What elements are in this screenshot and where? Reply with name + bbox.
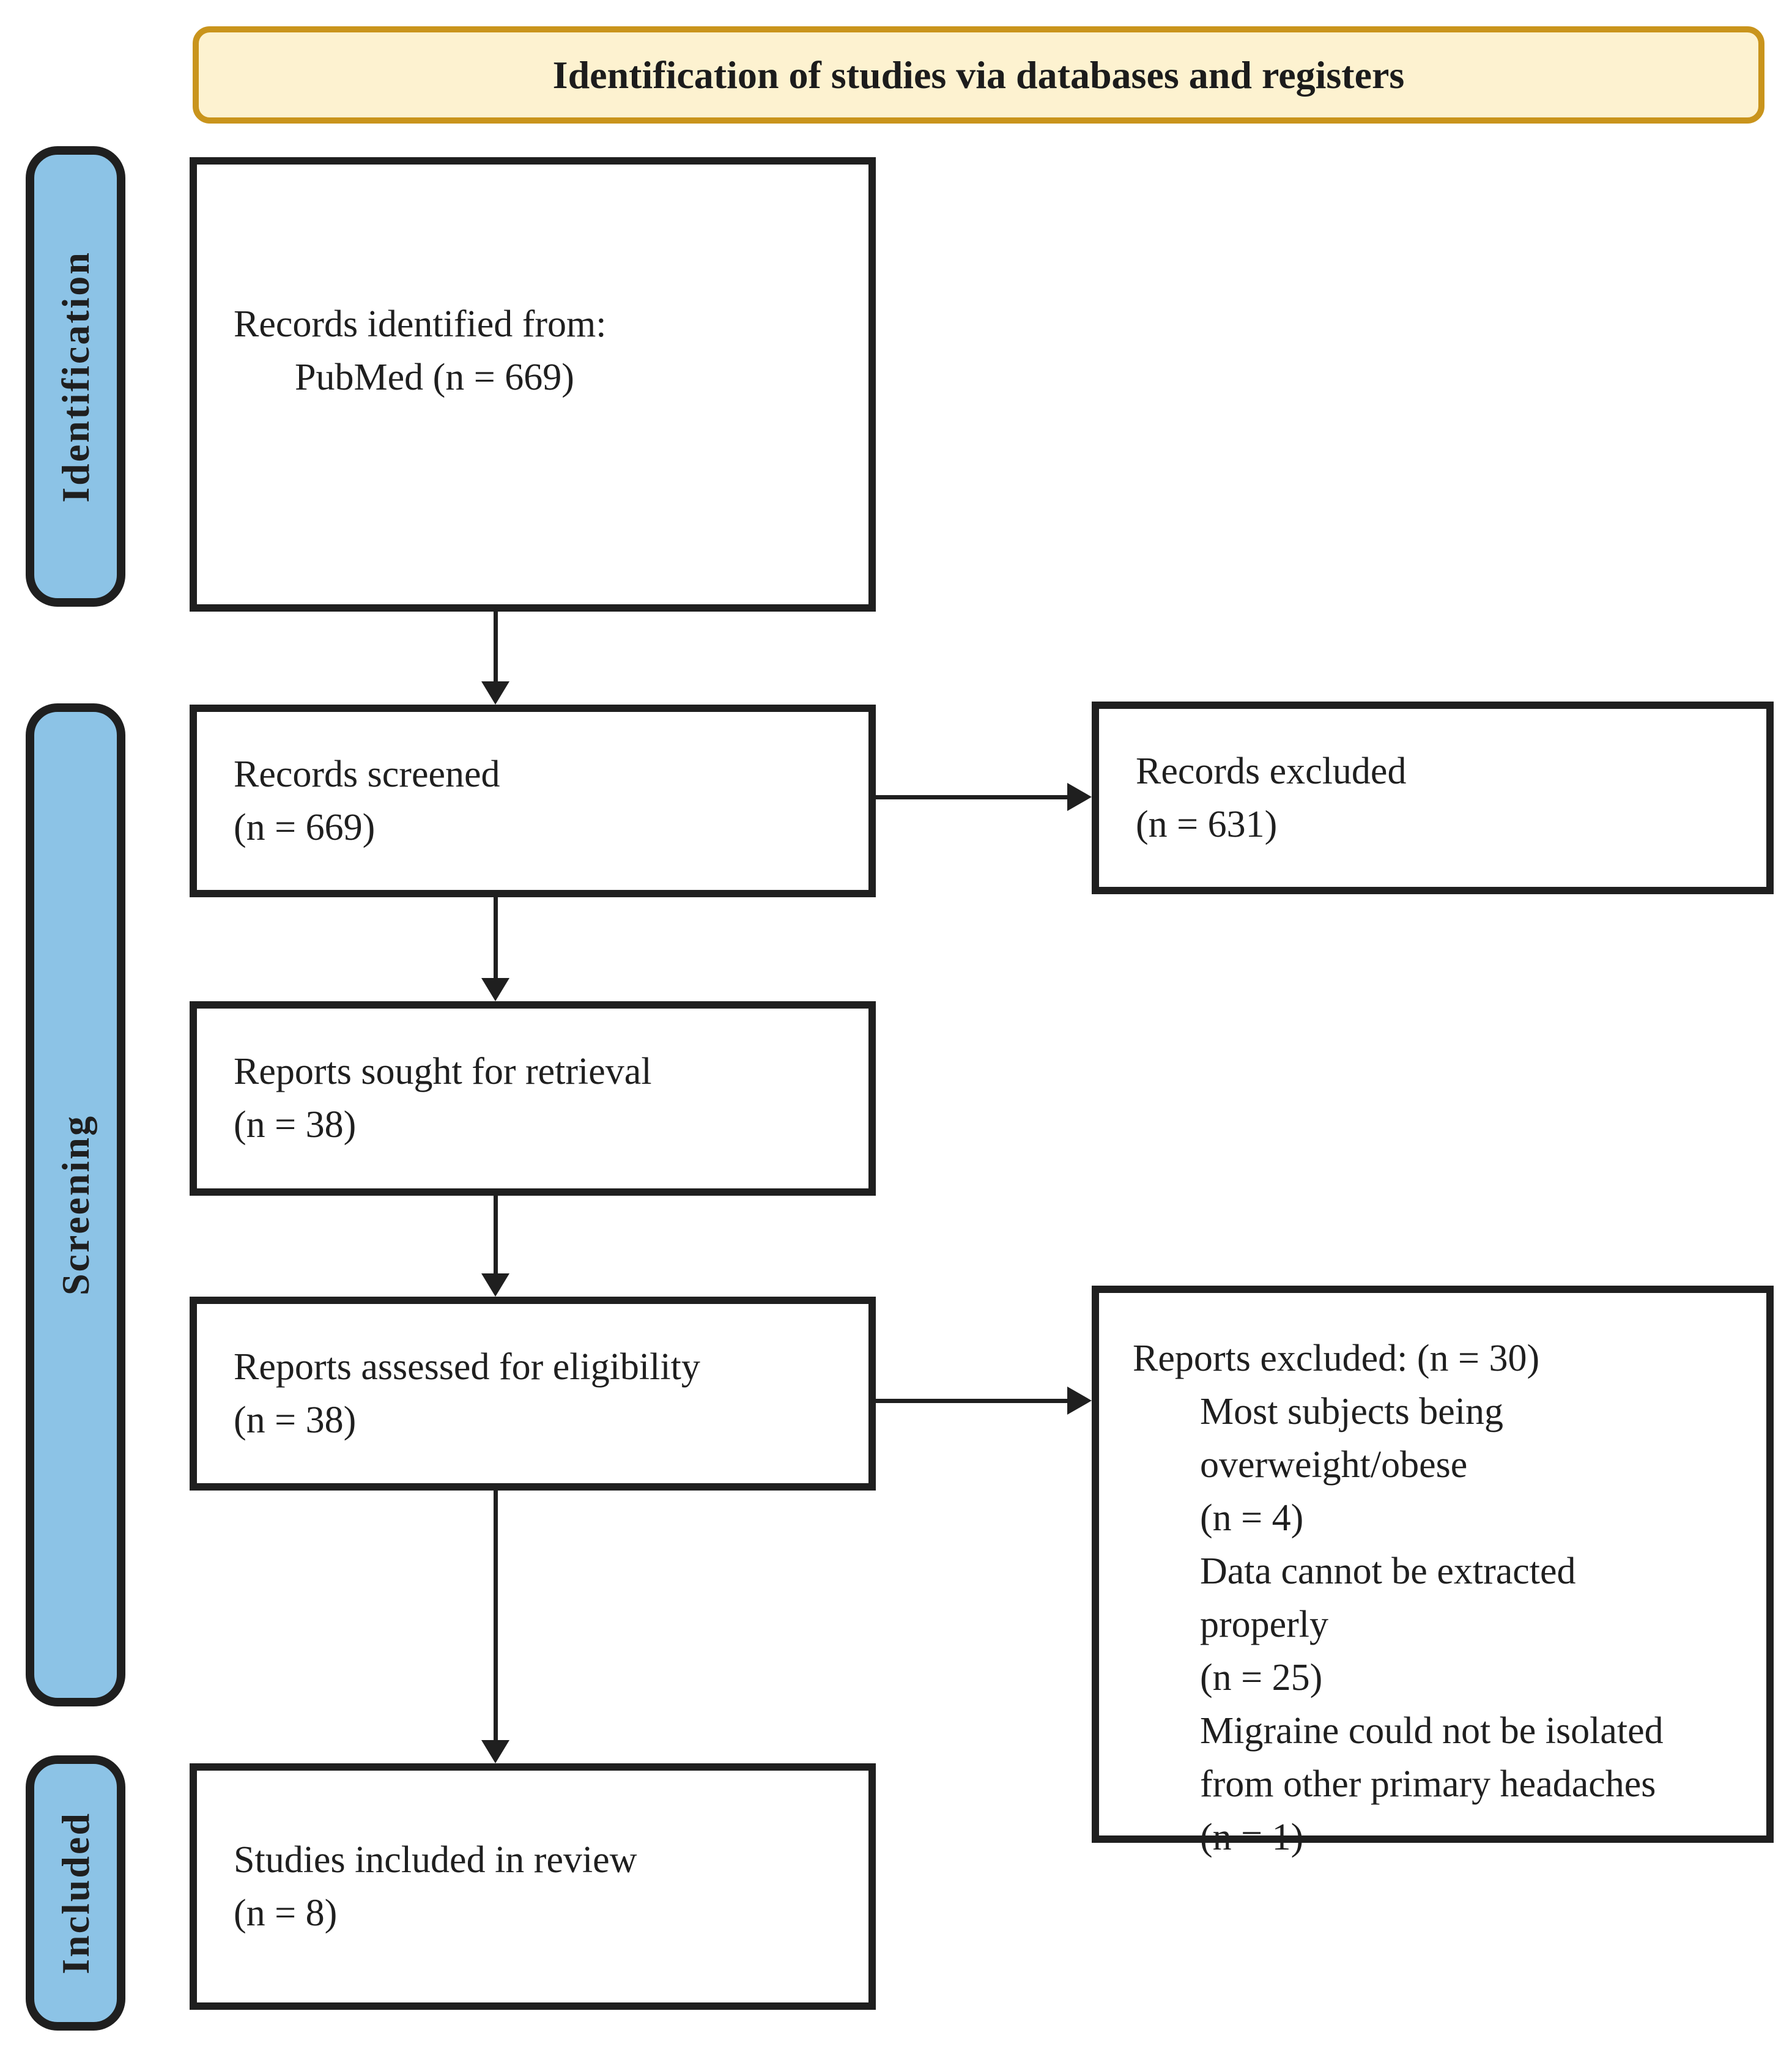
records-screened-line2: (n = 669) [234, 806, 376, 848]
arrow-sought-to-assessed-line [494, 1196, 498, 1276]
reports-excluded-reason: Most subjects being [1200, 1391, 1503, 1432]
records-identified-line1: Records identified from: [234, 303, 607, 345]
stage-label-included: Included [26, 1755, 125, 2031]
records-excluded-line2: (n = 631) [1136, 803, 1278, 845]
reports-excluded-reason: (n = 1) [1200, 1817, 1304, 1858]
arrow-screened-to-excluded-head-icon [1067, 783, 1092, 811]
records-screened-line1: Records screened [234, 753, 500, 795]
arrow-identified-to-screened-head-icon [481, 681, 509, 705]
reports-excluded-header: Reports excluded: (n = 30) [1133, 1338, 1540, 1379]
exclusion-box-records-excluded: Records excluded (n = 631) [1092, 702, 1774, 894]
arrow-screened-to-sought-head-icon [481, 978, 509, 1001]
records-excluded-line1: Records excluded [1136, 750, 1407, 792]
reports-assessed-line1: Reports assessed for eligibility [234, 1346, 700, 1388]
banner-title: Identification of studies via databases … [193, 26, 1764, 124]
flow-box-records-identified: Records identified from: PubMed (n = 669… [190, 157, 876, 612]
flow-box-reports-assessed: Reports assessed for eligibility (n = 38… [190, 1297, 876, 1491]
arrow-assessed-to-excluded-head-icon [1067, 1387, 1092, 1415]
studies-included-line1: Studies included in review [234, 1839, 637, 1881]
reports-excluded-reason: properly [1200, 1604, 1329, 1645]
reports-excluded-reason: (n = 4) [1200, 1497, 1304, 1539]
records-identified-line2: PubMed (n = 669) [295, 356, 574, 398]
arrow-screened-to-sought-line [494, 897, 498, 980]
reports-assessed-line2: (n = 38) [234, 1399, 357, 1441]
arrow-identified-to-screened-line [494, 612, 498, 685]
stage-label-included-text: Included [53, 1812, 97, 1974]
reports-excluded-reason: from other primary headaches [1200, 1763, 1656, 1805]
flow-box-studies-included: Studies included in review (n = 8) [190, 1763, 876, 2010]
stage-label-identification-text: Identification [53, 250, 97, 503]
studies-included-line2: (n = 8) [234, 1892, 338, 1934]
reports-sought-line1: Reports sought for retrieval [234, 1051, 652, 1092]
arrow-sought-to-assessed-head-icon [481, 1273, 509, 1297]
arrow-assessed-to-excluded-line [876, 1399, 1068, 1403]
reports-excluded-reason: overweight/obese [1200, 1444, 1468, 1486]
arrow-assessed-to-included-line [494, 1491, 498, 1743]
banner-title-label: Identification of studies via databases … [552, 53, 1405, 97]
arrow-screened-to-excluded-line [876, 795, 1068, 799]
stage-label-identification: Identification [26, 146, 125, 607]
arrow-assessed-to-included-head-icon [481, 1740, 509, 1763]
stage-label-screening-text: Screening [53, 1114, 97, 1296]
reports-excluded-reason: (n = 25) [1200, 1657, 1323, 1698]
exclusion-box-reports-excluded: Reports excluded: (n = 30) Most subjects… [1092, 1286, 1774, 1858]
reports-sought-line2: (n = 38) [234, 1104, 357, 1146]
flow-box-records-screened: Records screened (n = 669) [190, 705, 876, 897]
reports-excluded-reason: Data cannot be extracted [1200, 1550, 1576, 1592]
stage-label-screening: Screening [26, 703, 125, 1706]
flow-box-reports-sought: Reports sought for retrieval (n = 38) [190, 1001, 876, 1196]
reports-excluded-reason: Migraine could not be isolated [1200, 1710, 1664, 1752]
